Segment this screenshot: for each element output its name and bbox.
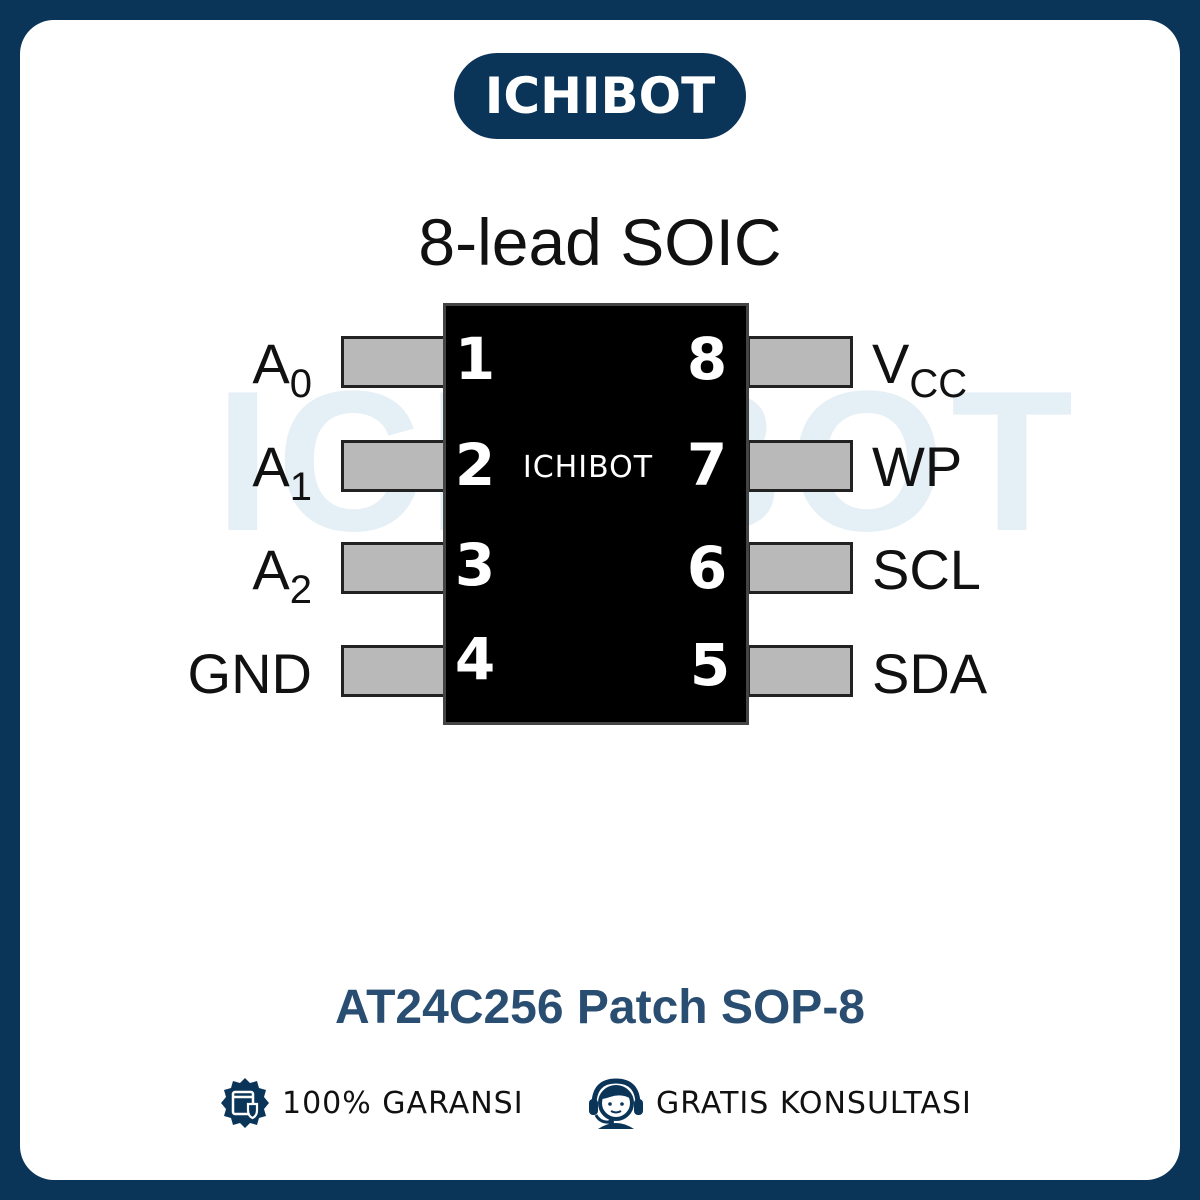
- pin-name-scl: SCL: [872, 538, 981, 601]
- feature-warranty-label: 100% GARANSI: [282, 1085, 524, 1121]
- chip-body: [443, 303, 749, 725]
- feature-warranty: 100% GARANSI: [218, 1075, 524, 1131]
- brand-logo: ICHIBOT: [454, 53, 746, 139]
- diagram-title: 8-lead SOIC: [418, 205, 782, 279]
- product-name: AT24C256 Patch SOP-8: [335, 981, 865, 1034]
- pin-name-vcc: VCC: [872, 332, 968, 406]
- lead-pin-4: [341, 645, 447, 697]
- pin-name-a1: A1: [252, 435, 312, 509]
- pin-name-sda: SDA: [872, 642, 988, 705]
- pin-name-wp: WP: [872, 435, 963, 498]
- pin-name-a2: A2: [252, 538, 312, 612]
- headset-support-icon: [589, 1078, 643, 1129]
- lead-pin-1: [341, 336, 447, 388]
- feature-consultation: GRATIS KONSULTASI: [586, 1075, 972, 1131]
- pin-number-8: 8: [686, 325, 728, 393]
- pin-number-1: 1: [454, 325, 496, 393]
- pin-number-4: 4: [454, 625, 496, 693]
- lead-pin-6: [747, 542, 853, 594]
- lead-pin-3: [341, 542, 447, 594]
- lead-pin-7: [747, 440, 853, 492]
- lead-pin-2: [341, 440, 447, 492]
- feature-consultation-label: GRATIS KONSULTASI: [656, 1085, 972, 1121]
- shield-badge-icon: [221, 1078, 269, 1128]
- product-card: ICHIBOT 8-lead SOIC ICHIBOT ICHIBOT 1 2 …: [20, 20, 1180, 1180]
- pin-number-3: 3: [454, 531, 496, 599]
- pin-name-gnd: GND: [187, 642, 312, 705]
- chip-label: ICHIBOT: [522, 450, 654, 485]
- pin-number-2: 2: [454, 431, 496, 499]
- pin-name-a0: A0: [252, 332, 312, 406]
- pin-number-6: 6: [686, 534, 728, 602]
- pin-number-7: 7: [686, 431, 728, 499]
- pin-number-5: 5: [689, 631, 731, 699]
- lead-pin-8: [747, 336, 853, 388]
- lead-pin-5: [747, 645, 853, 697]
